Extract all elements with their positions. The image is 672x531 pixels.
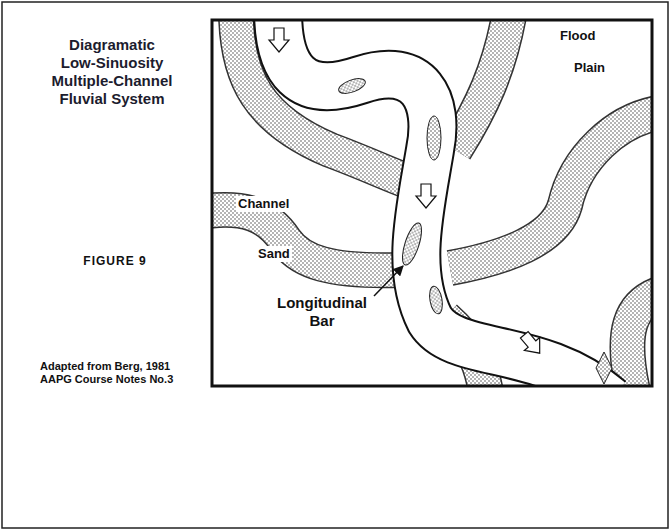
longitudinal-bars xyxy=(337,76,612,384)
map-area xyxy=(213,21,651,385)
bar-label: Longitudinal Bar xyxy=(274,294,371,330)
leader-arrow xyxy=(374,266,403,296)
map-label: Sand xyxy=(256,246,292,262)
channel-sand-bands xyxy=(213,21,651,385)
source-caption: Adapted from Berg, 1981 AAPG Course Note… xyxy=(40,360,192,386)
map-frame xyxy=(212,20,652,386)
map-label: Flood xyxy=(560,28,595,44)
map-label: Channel xyxy=(236,196,291,212)
figure-title: Diagramatic Low-Sinuosity Multiple-Chann… xyxy=(50,36,174,108)
river-channel xyxy=(278,21,610,385)
map-label: Plain xyxy=(574,60,605,76)
flow-arrows xyxy=(269,28,547,360)
figure-number: FIGURE 9 xyxy=(83,254,146,268)
